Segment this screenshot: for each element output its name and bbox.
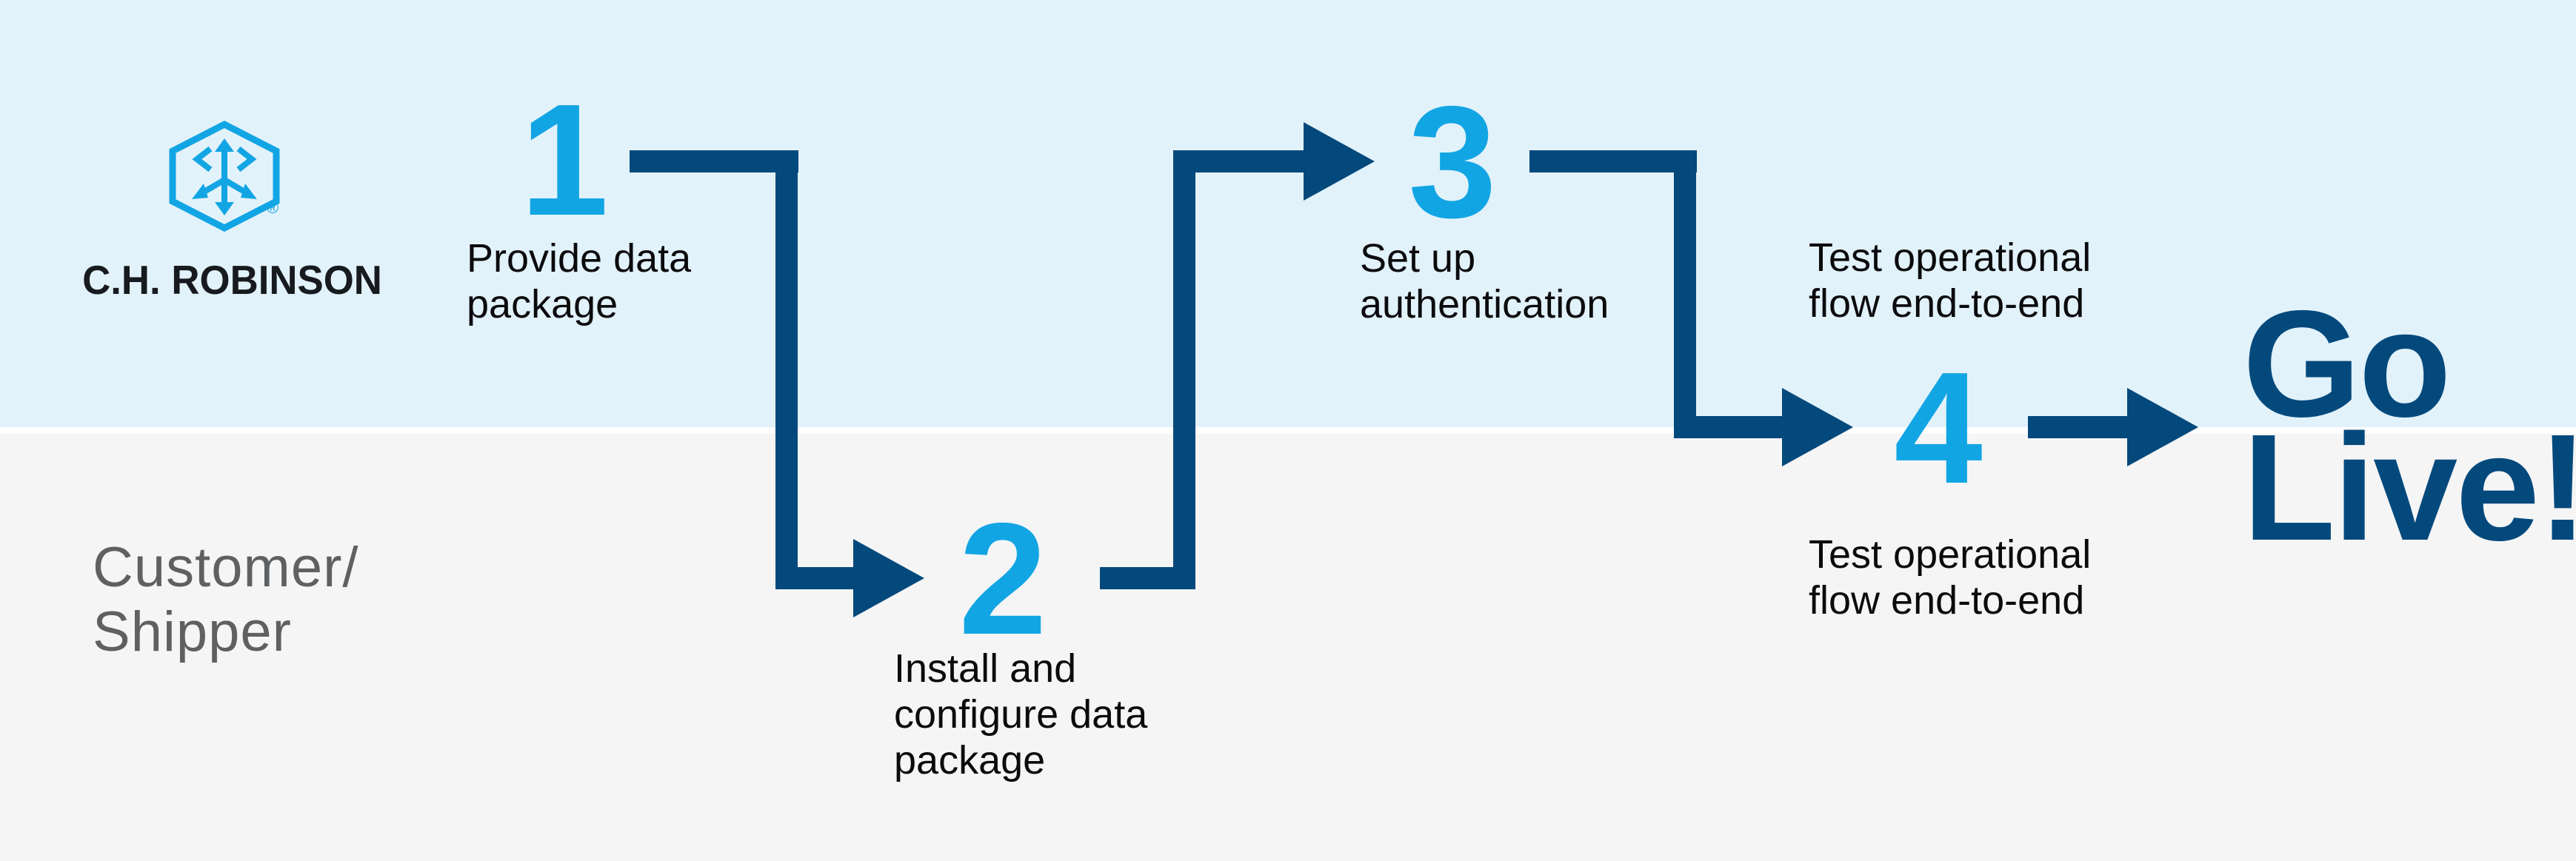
label-line: Set up <box>1360 236 1476 281</box>
arrow-segment <box>1529 150 1697 172</box>
lane-label-line: Customer/ <box>93 536 359 599</box>
arrow-segment <box>1674 416 1783 438</box>
arrowhead-right-icon <box>1782 388 1853 466</box>
ch-robinson-logo-icon <box>169 121 280 232</box>
lane-divider <box>0 427 2576 434</box>
customer-lane <box>0 434 2576 861</box>
step-4-number: 4 <box>1894 338 1983 517</box>
arrow-segment <box>630 150 798 172</box>
label-line: package <box>467 282 618 326</box>
step-4-label-below: Test operational flow end-to-end <box>1809 532 2091 623</box>
arrowhead-right-icon <box>1304 122 1375 201</box>
arrowhead-right-icon <box>853 539 924 617</box>
arrow-segment <box>1173 150 1305 172</box>
step-1-number: 1 <box>520 70 609 249</box>
step-2-label: Install and configure data package <box>894 646 1147 783</box>
step-3-label: Set up authentication <box>1360 235 1609 327</box>
ch-robinson-lane <box>0 0 2576 427</box>
customer-shipper-label: Customer/ Shipper <box>93 535 359 664</box>
label-line: Provide data <box>467 236 692 281</box>
step-4-label-above: Test operational flow end-to-end <box>1809 235 2091 326</box>
arrow-segment <box>775 567 855 589</box>
step-2-number: 2 <box>958 489 1047 668</box>
arrow-segment <box>775 150 798 589</box>
step-3-number: 3 <box>1408 73 1497 251</box>
arrow-segment <box>1173 150 1195 589</box>
ch-robinson-wordmark: C.H. ROBINSON <box>82 257 382 303</box>
label-line: configure data <box>894 692 1148 737</box>
label-line: package <box>894 738 1046 783</box>
label-line: Test operational <box>1809 532 2092 577</box>
step-1-label: Provide data package <box>467 235 691 327</box>
label-line: authentication <box>1360 282 1609 326</box>
go-live-line: Live! <box>2243 403 2576 572</box>
arrowhead-right-icon <box>2127 388 2198 466</box>
label-line: Test operational <box>1809 235 2092 280</box>
go-live-title: Go Live! <box>2243 279 2576 572</box>
lane-label-line: Shipper <box>93 600 292 663</box>
label-line: flow end-to-end <box>1809 578 2085 623</box>
label-line: flow end-to-end <box>1809 281 2085 326</box>
arrow-segment <box>2028 416 2129 438</box>
label-line: Install and <box>894 646 1077 691</box>
registered-mark: ® <box>267 198 279 217</box>
go-live-line: Go <box>2243 279 2452 449</box>
arrow-segment <box>1674 150 1696 438</box>
